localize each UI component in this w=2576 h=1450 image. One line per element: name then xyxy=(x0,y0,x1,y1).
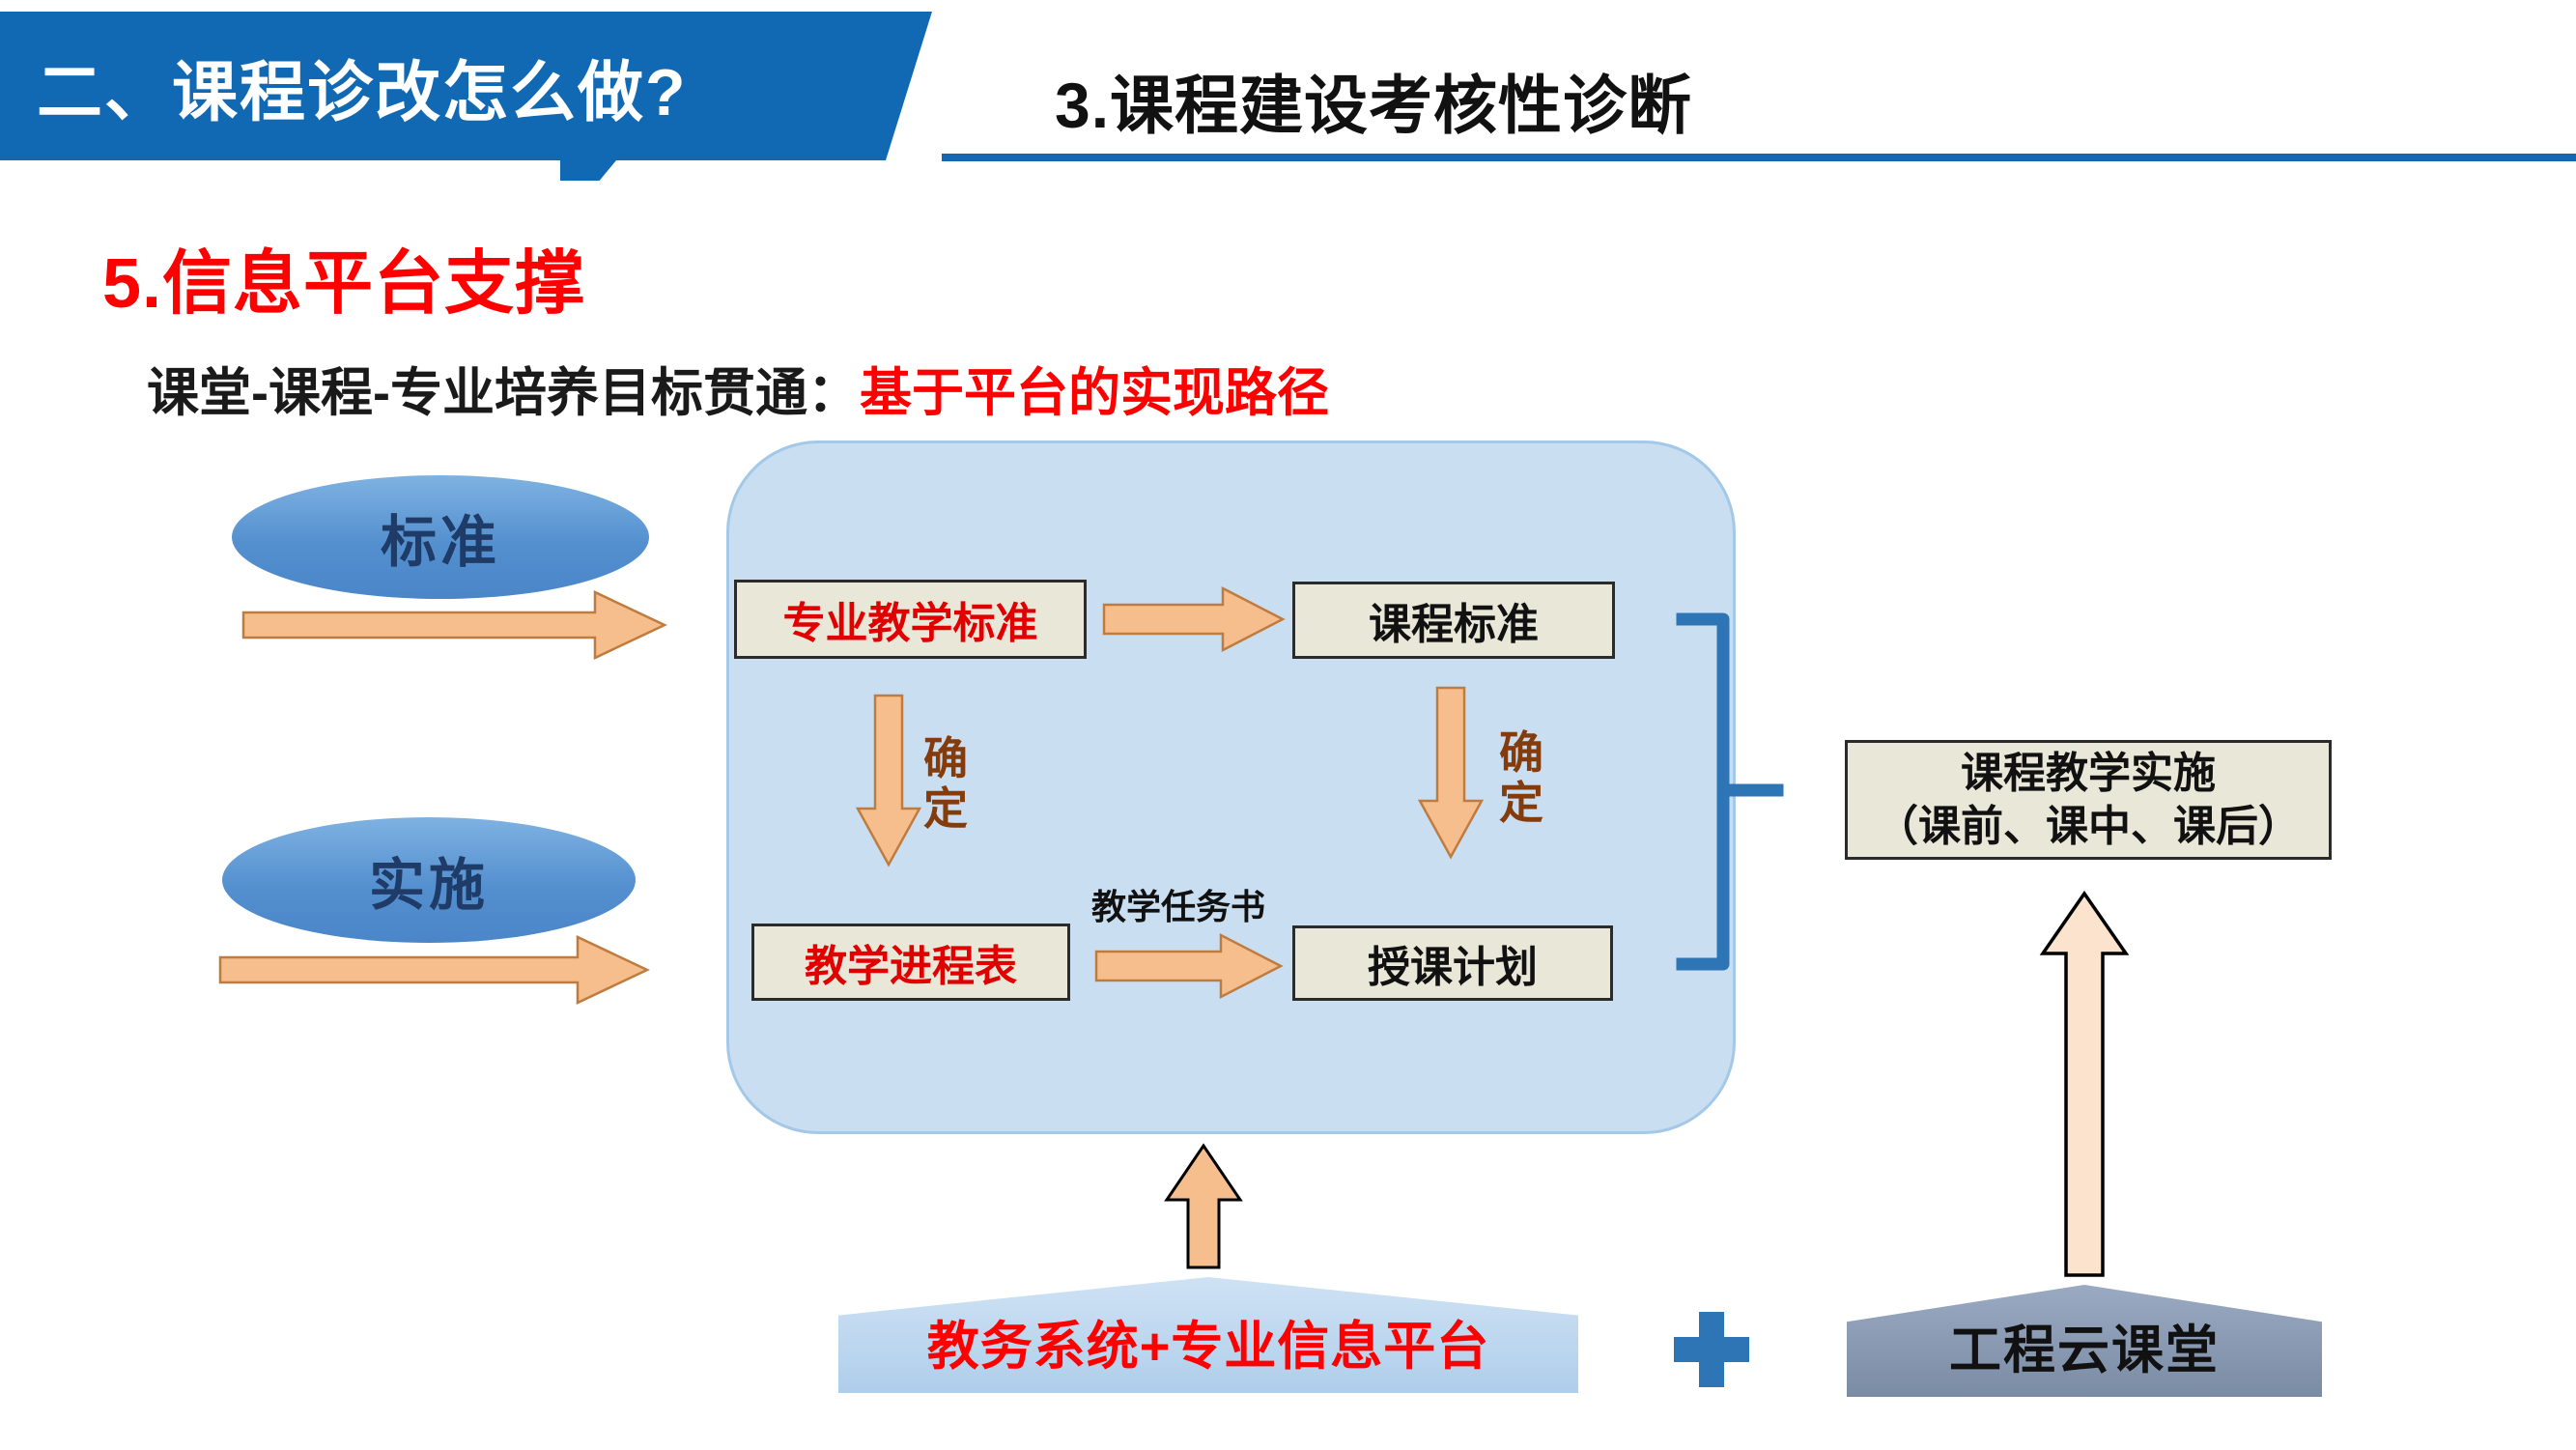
ellipse-standard-label: 标准 xyxy=(380,511,500,574)
section-title: 3.课程建设考核性诊断 xyxy=(1055,70,1693,141)
plus-sign xyxy=(1674,1312,1749,1387)
arrow-platform-up xyxy=(1164,1143,1243,1269)
label-confirm-right: 确定 xyxy=(1499,727,1543,828)
box-lesson-plan: 授课计划 xyxy=(1292,925,1613,1001)
ellipse-implement-label: 实施 xyxy=(368,854,489,917)
arrow-cloud-up xyxy=(2039,890,2130,1277)
subtitle-black: 课堂-课程-专业培养目标贯通： xyxy=(147,364,860,422)
banner-title: 二、课程诊改怎么做? xyxy=(37,55,688,129)
box-course-implementation: 课程教学实施 （课前、课中、课后） xyxy=(1845,740,2332,860)
arrow-implement-right xyxy=(218,935,650,1005)
platform-label: 教务系统+专业信息平台 xyxy=(926,1318,1490,1376)
subtitle: 课堂-课程-专业培养目标贯通：基于平台的实现路径 xyxy=(147,350,1329,426)
label-task-book: 教学任务书 xyxy=(1091,887,1266,926)
ellipse-standard: 标准 xyxy=(232,475,649,599)
implementation-line1: 课程教学实施 xyxy=(1961,750,2216,797)
box-major-teaching-standard: 专业教学标准 xyxy=(734,580,1087,659)
subtitle-red: 基于平台的实现路径 xyxy=(859,364,1329,422)
header-underline xyxy=(942,154,2576,161)
arrow-standard-right xyxy=(241,590,667,660)
cloud-classroom-shape: 工程云课堂 xyxy=(1847,1285,2322,1397)
cloud-label: 工程云课堂 xyxy=(1949,1322,2220,1379)
label-confirm-left: 确定 xyxy=(923,733,968,834)
header-notch xyxy=(560,160,616,181)
ellipse-implement: 实施 xyxy=(222,817,636,943)
platform-shape: 教务系统+专业信息平台 xyxy=(838,1277,1578,1393)
flow-panel xyxy=(726,441,1736,1134)
header-banner: 二、课程诊改怎么做? xyxy=(0,12,932,160)
implementation-line2: （课前、课中、课后） xyxy=(1876,803,2301,850)
box-teaching-schedule: 教学进程表 xyxy=(751,924,1070,1001)
box-course-standard: 课程标准 xyxy=(1292,582,1615,659)
main-title: 5.信息平台支撑 xyxy=(102,245,586,323)
